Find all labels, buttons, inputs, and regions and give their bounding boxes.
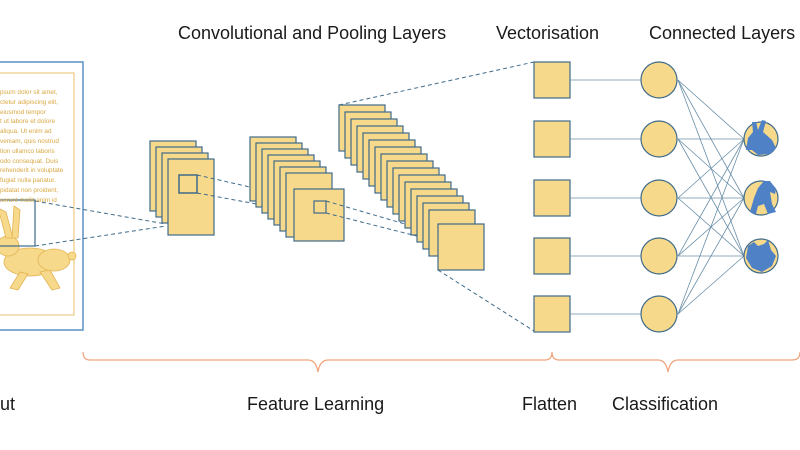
output-layer-nodes bbox=[743, 120, 779, 274]
stage-input: ut bbox=[0, 394, 16, 414]
classification-brace bbox=[551, 351, 800, 373]
rabbit-output-icon bbox=[746, 120, 776, 155]
heading-conv-pool: Convolutional and Pooling Layers bbox=[178, 23, 447, 43]
heading-vectorisation: Vectorisation bbox=[496, 23, 600, 43]
stage-classification: Classification bbox=[612, 394, 719, 414]
flatten-vector bbox=[533, 61, 571, 333]
feature-learning-brace bbox=[82, 351, 553, 373]
rabbit-icon bbox=[0, 205, 77, 291]
stage-flatten: Flatten bbox=[522, 394, 578, 414]
hidden-to-output-connections bbox=[677, 79, 745, 315]
heading-connected-layers: Connected Layers bbox=[649, 23, 796, 43]
horse-output-icon bbox=[750, 181, 776, 214]
stage-feature-learning: Feature Learning bbox=[247, 394, 385, 414]
conv-layer-2 bbox=[249, 136, 345, 242]
conv-layer-1 bbox=[149, 140, 215, 236]
input-receptive-field bbox=[0, 199, 36, 247]
dog-output-icon bbox=[746, 240, 776, 272]
input-text-sample: psum dolor sit amet, ctetur adipiscing e… bbox=[0, 89, 64, 204]
conv-layer-3 bbox=[338, 104, 485, 271]
vector-to-hidden-connections bbox=[570, 79, 641, 315]
input-image bbox=[0, 61, 84, 331]
hidden-layer-nodes bbox=[640, 61, 678, 333]
